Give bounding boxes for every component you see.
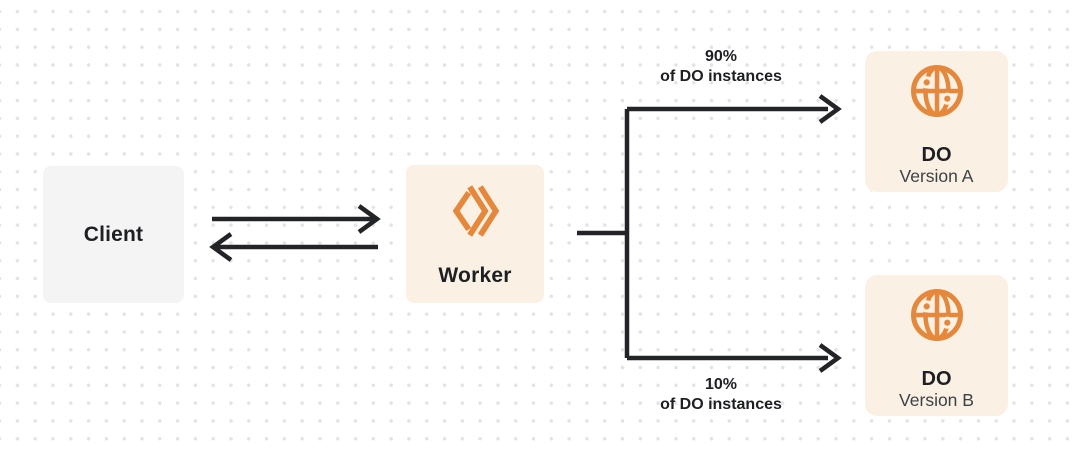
branch-label-top: 90% of DO instances xyxy=(615,47,827,87)
client-node: Client xyxy=(43,166,184,303)
durable-object-globe-icon xyxy=(910,289,963,341)
do-a-subtitle: Version A xyxy=(899,166,974,186)
durable-object-globe-icon xyxy=(910,65,963,117)
do-version-a-node: DO Version A xyxy=(865,51,1008,192)
branch-top-percent: 90% xyxy=(704,48,738,65)
arrowhead-to-version-b xyxy=(818,343,842,373)
do-b-subtitle: Version B xyxy=(899,390,974,410)
arrowhead-to-version-a xyxy=(818,94,842,124)
branch-bottom-caption: of DO instances xyxy=(660,396,782,413)
branch-top-caption: of DO instances xyxy=(660,68,782,85)
cloudflare-workers-icon xyxy=(452,185,499,237)
branch-label-bottom: 10% of DO instances xyxy=(615,375,827,415)
arrow-worker-to-client xyxy=(209,232,378,262)
worker-node: Worker xyxy=(406,165,544,303)
worker-label: Worker xyxy=(438,264,512,287)
do-version-b-node: DO Version B xyxy=(865,275,1008,416)
client-label: Client xyxy=(83,222,144,246)
branch-split-line xyxy=(577,106,828,361)
do-b-title: DO xyxy=(921,368,952,390)
do-a-title: DO xyxy=(921,144,952,166)
arrow-client-to-worker xyxy=(212,204,381,234)
branch-bottom-percent: 10% xyxy=(704,376,738,393)
